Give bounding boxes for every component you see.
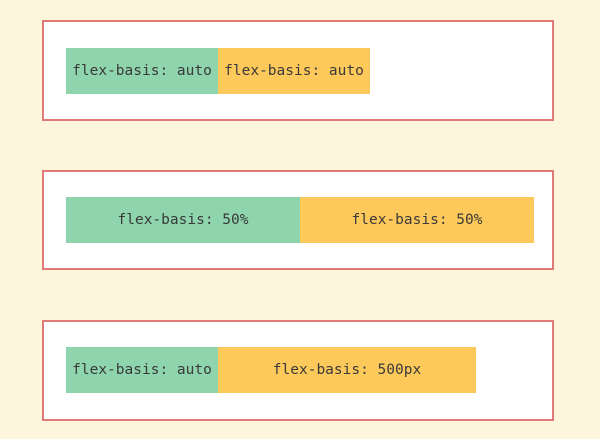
flex-item-green: flex-basis: auto xyxy=(66,48,218,94)
flex-item-label: flex-basis: 50% xyxy=(351,212,483,228)
flex-item-label: flex-basis: auto xyxy=(224,63,364,79)
flex-container-example-50-50: flex-basis: 50% flex-basis: 50% xyxy=(42,170,554,270)
flex-item-yellow: flex-basis: 50% xyxy=(300,197,534,243)
flex-row: flex-basis: auto flex-basis: 500px xyxy=(66,347,476,393)
flex-row: flex-basis: 50% flex-basis: 50% xyxy=(66,197,534,243)
flex-item-yellow: flex-basis: 500px xyxy=(218,347,476,393)
flex-item-label: flex-basis: auto xyxy=(72,362,212,378)
flex-item-label: flex-basis: auto xyxy=(72,63,212,79)
flex-item-green: flex-basis: 50% xyxy=(66,197,300,243)
flex-container-example-auto-500px: flex-basis: auto flex-basis: 500px xyxy=(42,320,554,421)
flex-container-example-auto-auto: flex-basis: auto flex-basis: auto xyxy=(42,20,554,121)
flex-row: flex-basis: auto flex-basis: auto xyxy=(66,48,370,94)
flex-item-label: flex-basis: 500px xyxy=(272,362,422,378)
flex-item-label: flex-basis: 50% xyxy=(117,212,249,228)
flex-item-yellow: flex-basis: auto xyxy=(218,48,370,94)
flex-item-green: flex-basis: auto xyxy=(66,347,218,393)
